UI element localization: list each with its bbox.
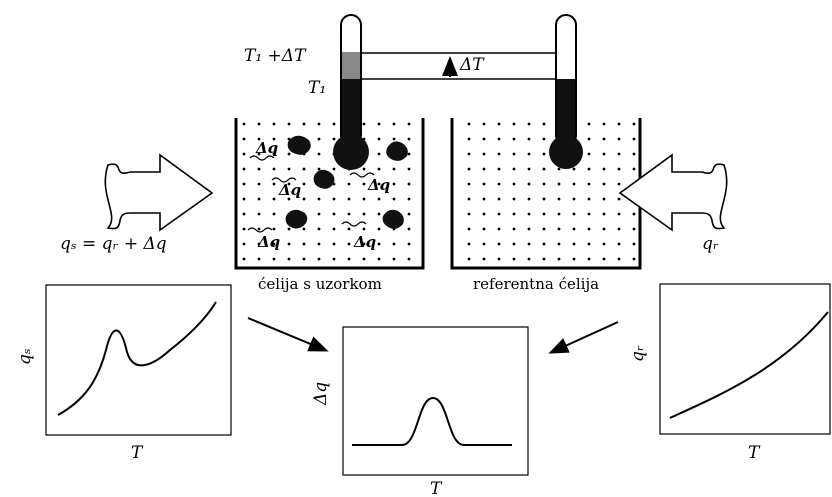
difference-plot xyxy=(342,326,529,476)
reference-curve xyxy=(669,311,829,419)
reference-thermometer xyxy=(549,14,583,169)
temperature-levels xyxy=(361,52,556,80)
lower-temp-label: T₁ xyxy=(308,78,326,98)
sample-cell-caption: ćelija s uzorkom xyxy=(258,275,382,293)
heat-label: Δq xyxy=(353,233,376,251)
reference-heat-label: qᵣ xyxy=(702,234,719,254)
sample-to-difference-arrow xyxy=(247,317,329,352)
sample-plot-xlabel: T xyxy=(131,443,144,463)
reference-cell-caption: referentna ćelija xyxy=(473,275,599,293)
heat-label: Δq xyxy=(257,233,280,251)
sample-plot xyxy=(45,284,232,436)
reference-cell xyxy=(450,118,642,270)
reference-heat-input-arrow xyxy=(618,153,728,232)
reference-plot-ylabel: qᵣ xyxy=(628,345,648,362)
reference-plot xyxy=(659,283,831,435)
heat-label: Δq xyxy=(367,176,390,194)
sample-plot-ylabel: qₛ xyxy=(15,348,35,365)
difference-curve xyxy=(352,396,512,446)
difference-plot-ylabel: Δq xyxy=(311,382,331,406)
heat-label: Δq xyxy=(255,139,278,157)
sample-heat-equation: qₛ = qᵣ + Δq xyxy=(60,234,167,254)
sample-particles xyxy=(285,135,408,229)
reference-plot-xlabel: T xyxy=(748,443,761,463)
upper-temp-label: T₁ +ΔT xyxy=(244,46,307,66)
reference-to-difference-arrow xyxy=(548,321,619,354)
heat-wavy-arrows xyxy=(247,155,375,233)
difference-plot-xlabel: T xyxy=(430,479,443,497)
sample-heat-input-arrow xyxy=(104,153,214,232)
heat-label: Δq xyxy=(278,181,301,199)
delta-t-label: ΔT xyxy=(459,55,485,75)
sample-curve xyxy=(57,301,217,416)
sample-thermometer xyxy=(333,14,369,170)
